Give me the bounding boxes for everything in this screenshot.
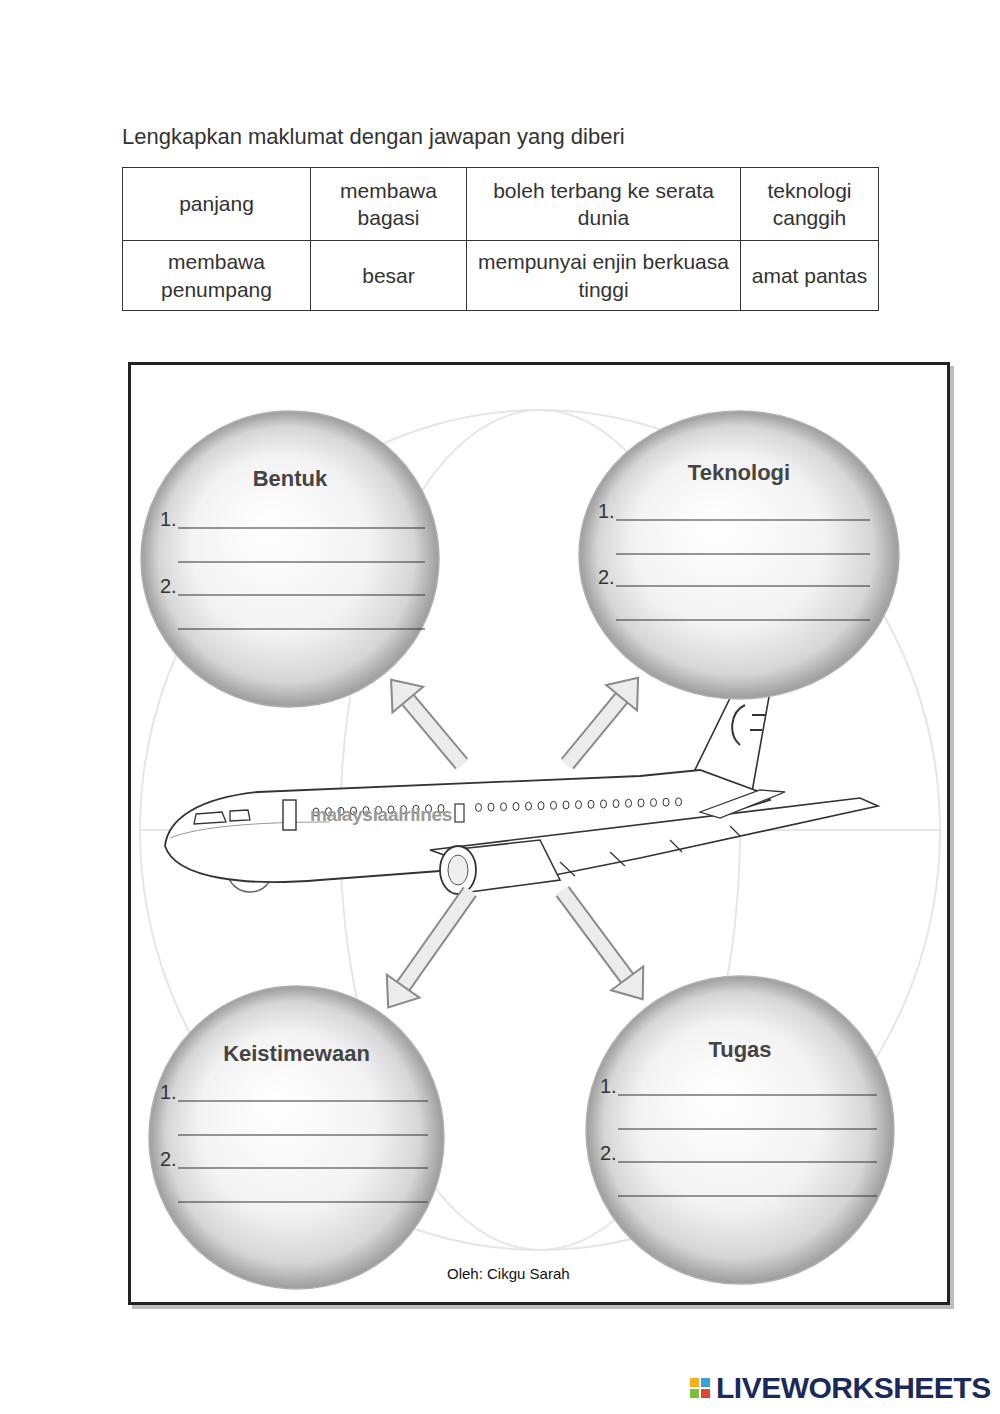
answer-line bbox=[178, 527, 425, 528]
circle-outline bbox=[585, 975, 895, 1285]
table-cell: membawa bagasi bbox=[311, 168, 467, 241]
answer-line bbox=[616, 519, 870, 520]
circle-heading: Keistimewaan bbox=[148, 1041, 445, 1067]
item-number: 1. bbox=[160, 1081, 177, 1104]
answer-line bbox=[616, 619, 870, 620]
table-cell: besar bbox=[311, 241, 467, 311]
answer-line bbox=[616, 585, 870, 586]
cockpit-windows bbox=[194, 810, 250, 824]
circle-heading: Bentuk bbox=[140, 466, 440, 492]
window bbox=[676, 798, 682, 806]
engine-fan bbox=[448, 855, 468, 885]
item-number: 1. bbox=[600, 1075, 617, 1098]
answer-line bbox=[178, 561, 425, 562]
circle-shape bbox=[579, 411, 899, 699]
circle-heading: Tugas bbox=[585, 1037, 895, 1063]
block-arrow bbox=[391, 680, 463, 765]
arrow-shaft bbox=[407, 698, 463, 765]
answer-line bbox=[618, 1195, 877, 1196]
item-number: 1. bbox=[160, 508, 177, 531]
window bbox=[563, 801, 569, 809]
table-cell: panjang bbox=[123, 168, 311, 241]
table-cell: mempunyai enjin berkuasa tinggi bbox=[467, 241, 741, 311]
window bbox=[638, 799, 644, 807]
item-number: 2. bbox=[600, 1142, 617, 1165]
window bbox=[576, 801, 582, 809]
item-number: 2. bbox=[598, 566, 615, 589]
circle-shape bbox=[586, 976, 894, 1284]
table-cell: boleh terbang ke serata dunia bbox=[467, 168, 741, 241]
circle-outline bbox=[140, 410, 440, 708]
tail-logo bbox=[732, 705, 765, 745]
table-row: panjangmembawa bagasiboleh terbang ke se… bbox=[123, 168, 879, 241]
window bbox=[526, 802, 532, 810]
answer-line bbox=[618, 1161, 877, 1162]
frame-ground bbox=[128, 362, 950, 1305]
arrow-head bbox=[606, 678, 638, 711]
window bbox=[513, 802, 519, 810]
tailplane bbox=[700, 790, 785, 818]
block-arrow bbox=[566, 678, 638, 765]
circle-shape bbox=[141, 411, 439, 707]
flap-tracks bbox=[560, 826, 740, 876]
topic-circle: Tugas 1. 2. bbox=[585, 975, 895, 1285]
answer-line bbox=[178, 594, 425, 595]
item-number: 1. bbox=[598, 500, 615, 523]
front-door bbox=[283, 800, 296, 830]
item-number: 2. bbox=[160, 575, 177, 598]
arrow-head bbox=[391, 680, 423, 713]
window bbox=[551, 801, 557, 809]
window bbox=[488, 803, 494, 811]
circle-outline bbox=[578, 410, 900, 700]
window bbox=[651, 799, 657, 807]
answer-table: panjangmembawa bagasiboleh terbang ke se… bbox=[122, 167, 879, 311]
block-arrow bbox=[562, 890, 644, 999]
airline-livery: malaysiaairlines bbox=[310, 804, 452, 826]
window bbox=[588, 800, 594, 808]
arrow-head bbox=[611, 966, 643, 999]
window bbox=[663, 798, 669, 806]
answer-line bbox=[178, 1100, 428, 1101]
answer-line bbox=[178, 1201, 428, 1202]
watermark: LIVEWORKSHEETS bbox=[716, 1371, 991, 1405]
item-number: 2. bbox=[160, 1148, 177, 1171]
engine-intake bbox=[440, 846, 476, 894]
block-arrow bbox=[387, 890, 471, 1007]
window bbox=[538, 802, 544, 810]
window bbox=[476, 803, 482, 811]
mid-door bbox=[455, 804, 464, 822]
topic-circle: Keistimewaan 1. 2. bbox=[148, 985, 445, 1290]
arrow-head bbox=[387, 975, 420, 1008]
table-cell: amat pantas bbox=[741, 241, 879, 311]
circle-heading: Teknologi bbox=[578, 460, 900, 486]
table-cell: teknologi canggih bbox=[741, 168, 879, 241]
answer-line bbox=[178, 1134, 428, 1135]
table-cell: membawa penumpang bbox=[123, 241, 311, 311]
window bbox=[626, 799, 632, 807]
instruction-title: Lengkapkan maklumat dengan jawapan yang … bbox=[122, 124, 625, 150]
author-credit: Oleh: Cikgu Sarah bbox=[447, 1265, 570, 1282]
arrow-shaft bbox=[402, 890, 471, 987]
answer-line bbox=[616, 553, 870, 554]
arrow-shaft bbox=[562, 890, 629, 980]
circle-shape bbox=[149, 986, 444, 1289]
circle-outline bbox=[148, 985, 445, 1290]
answer-line bbox=[178, 628, 425, 629]
window bbox=[501, 803, 507, 811]
watermark-icon bbox=[690, 1378, 710, 1398]
window bbox=[613, 800, 619, 808]
topic-circle: Bentuk 1. 2. bbox=[140, 410, 440, 708]
answer-line bbox=[618, 1128, 877, 1129]
airplane-node: malaysiaairlines bbox=[300, 770, 730, 885]
window bbox=[601, 800, 607, 808]
topic-circle: Teknologi 1. 2. bbox=[578, 410, 900, 700]
table-row: membawa penumpangbesarmempunyai enjin be… bbox=[123, 241, 879, 311]
worksheet-frame: Bentuk 1. 2. Teknologi 1. 2. malaysiaairlinesK… bbox=[128, 362, 950, 1305]
arrow-shaft bbox=[566, 696, 622, 765]
answer-line bbox=[178, 1167, 428, 1168]
answer-line bbox=[618, 1094, 877, 1095]
